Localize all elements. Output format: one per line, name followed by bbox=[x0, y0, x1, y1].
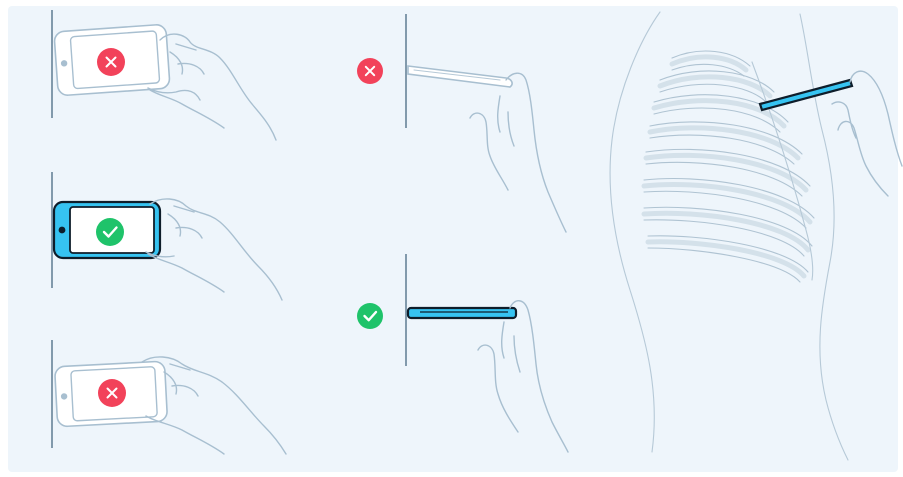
incorrect-badge bbox=[357, 58, 383, 84]
phone-edge-highlighted bbox=[408, 308, 516, 318]
home-button bbox=[59, 227, 66, 234]
check-icon bbox=[96, 218, 124, 246]
correct-badge bbox=[357, 303, 383, 329]
correct-badge bbox=[96, 218, 124, 246]
incorrect-badge bbox=[98, 379, 126, 407]
check-icon bbox=[357, 303, 383, 329]
incorrect-badge bbox=[97, 48, 125, 76]
